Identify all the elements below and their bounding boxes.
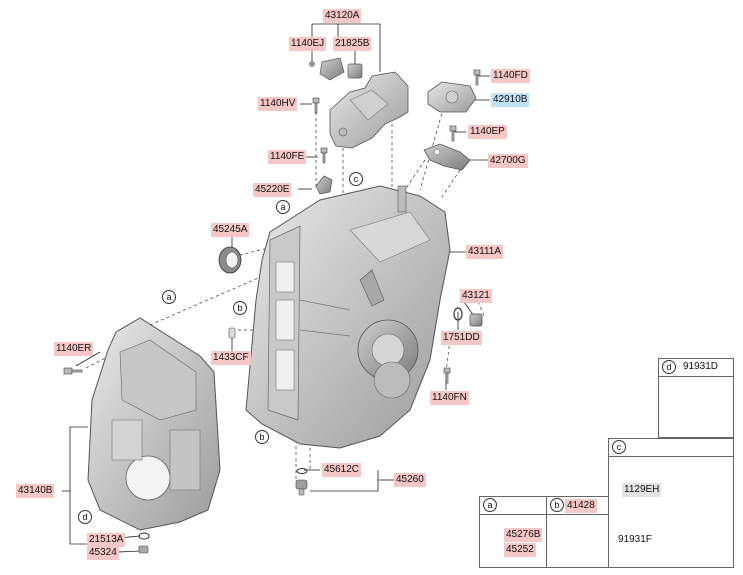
label-45276B[interactable]: 45276B (504, 528, 543, 542)
plug-45260 (295, 479, 308, 496)
detail-box-d-header (659, 359, 733, 377)
sensor-42700G (423, 143, 471, 171)
detail-box-a-header (480, 497, 548, 515)
label-91931F[interactable]: 91931F (618, 534, 652, 545)
callout-a[interactable]: a (162, 290, 176, 304)
label-45260[interactable]: 45260 (394, 473, 426, 487)
small-bracket (309, 57, 363, 81)
label-42700G[interactable]: 42700G (488, 154, 528, 168)
seal-45245A (218, 246, 242, 274)
callout-b[interactable]: b (233, 301, 247, 315)
o-ring-45612C-shape (296, 468, 308, 474)
detail-box-c (608, 438, 734, 568)
label-45612C[interactable]: 45612C (322, 463, 362, 477)
callout-d[interactable]: d (662, 360, 676, 374)
callout-a[interactable]: a (483, 498, 497, 512)
label-43120A[interactable]: 43120A (323, 9, 362, 23)
callout-c[interactable]: c (349, 172, 363, 186)
transmission-case-43111A (245, 185, 451, 449)
detail-box-c-header (609, 439, 733, 457)
label-43111A[interactable]: 43111A (466, 245, 503, 259)
part-45220E-shape (315, 175, 333, 195)
label-45252[interactable]: 45252 (504, 543, 536, 557)
label-1129EH[interactable]: 1129EH (622, 483, 662, 497)
callout-b[interactable]: b (255, 430, 269, 444)
label-1140FD[interactable]: 1140FD (491, 69, 530, 83)
label-43121[interactable]: 43121 (460, 289, 492, 303)
label-21513A[interactable]: 21513A (87, 533, 126, 547)
label-1140EJ[interactable]: 1140EJ (289, 37, 327, 51)
pin-1433CF-shape (228, 327, 236, 339)
callout-b[interactable]: b (550, 498, 564, 512)
label-1751DD[interactable]: 1751DD (441, 331, 482, 345)
drain-plug-45324 (138, 532, 150, 554)
label-1140HV[interactable]: 1140HV (258, 97, 298, 111)
label-1433CF[interactable]: 1433CF (211, 351, 251, 365)
plug-43121 (469, 313, 483, 327)
mount-bracket-43120A (329, 71, 409, 149)
callout-c[interactable]: c (612, 440, 626, 454)
case-cover-43140B (87, 317, 221, 531)
label-45324[interactable]: 45324 (87, 546, 119, 560)
label-91931D[interactable]: 91931D (683, 361, 719, 372)
label-1140FN[interactable]: 1140FN (430, 391, 469, 405)
label-45245A[interactable]: 45245A (211, 223, 250, 237)
label-45220E[interactable]: 45220E (253, 183, 292, 197)
label-43140B[interactable]: 43140B (16, 484, 55, 498)
label-1140ER[interactable]: 1140ER (54, 342, 94, 356)
ring-1751DD-shape (453, 307, 463, 321)
callout-d[interactable]: d (78, 510, 92, 524)
label-1140EP[interactable]: 1140EP (468, 125, 507, 139)
cover-42910B (427, 81, 477, 113)
label-41428[interactable]: 41428 (565, 499, 597, 513)
callout-a[interactable]: a (276, 200, 290, 214)
label-1140FE[interactable]: 1140FE (268, 150, 307, 164)
label-42910B[interactable]: 42910B (491, 93, 530, 107)
detail-box-b-header (547, 497, 608, 515)
label-21825B[interactable]: 21825B (333, 37, 372, 51)
